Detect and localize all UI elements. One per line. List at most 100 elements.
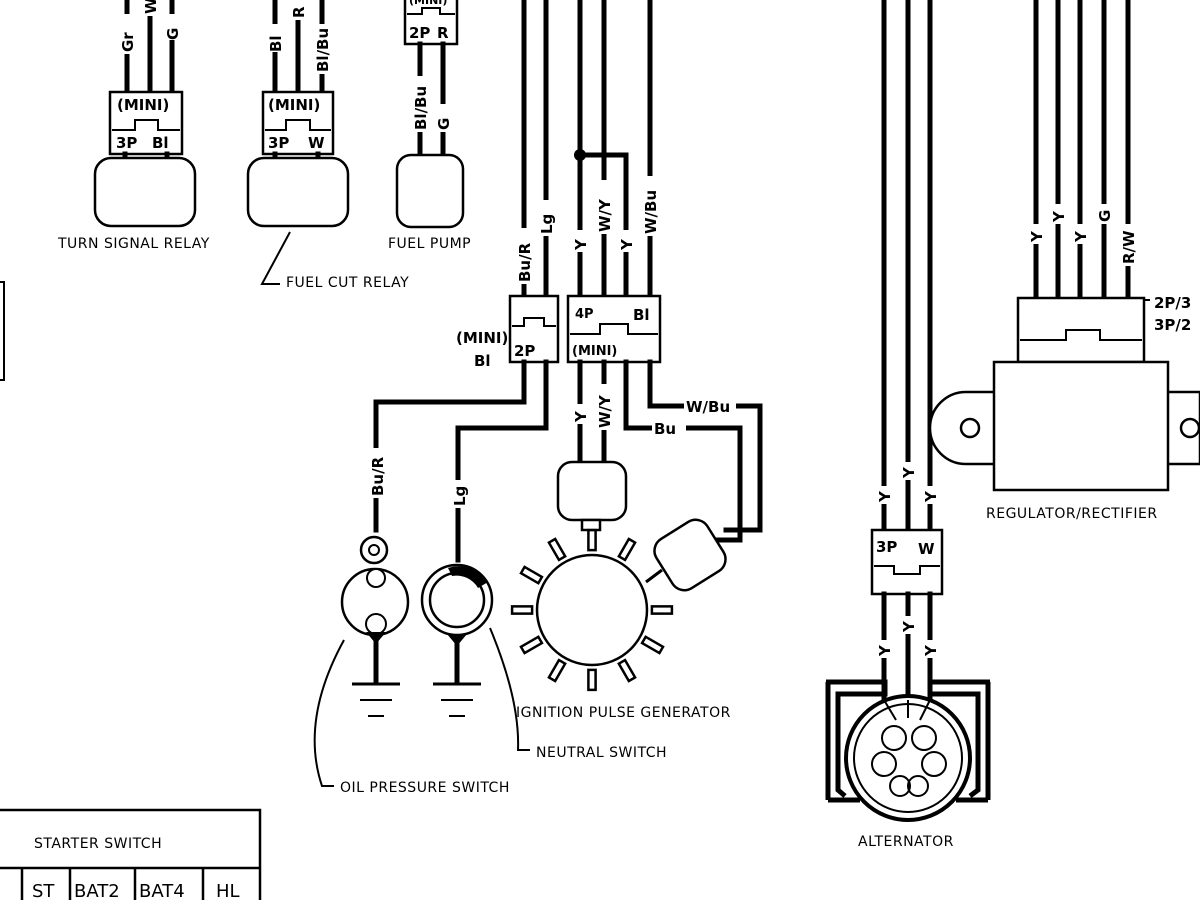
fcr-wire-r: R bbox=[290, 6, 308, 18]
fuel-cut-relay-label: FUEL CUT RELAY bbox=[286, 275, 409, 291]
connector-4p bbox=[566, 294, 662, 364]
starter-switch-title: STARTER SWITCH bbox=[34, 836, 162, 852]
oil-wire-label: Bu/R bbox=[369, 456, 387, 496]
rotor-tooth bbox=[519, 565, 544, 585]
starter-col-hl: HL bbox=[216, 881, 240, 900]
rotor-tooth bbox=[617, 658, 637, 683]
regulator-rectifier-label: REGULATOR/RECTIFIER bbox=[986, 506, 1158, 522]
c4p-wire-bu-bottom: Bu bbox=[654, 420, 676, 438]
rr-wire-g: G bbox=[1096, 210, 1114, 222]
fuel-pump-label: FUEL PUMP bbox=[388, 236, 471, 252]
wire-wbu-below bbox=[647, 359, 763, 533]
rotor-tooth bbox=[547, 658, 567, 683]
connector-4p-group: Y W/Y Y W/Bu 4P Bl (MINI) bbox=[566, 0, 662, 364]
alt-wire-y2-bottom: Y bbox=[900, 620, 918, 633]
fp-connector-pins: 2P bbox=[409, 24, 430, 42]
c2p-color: Bl bbox=[474, 352, 491, 370]
fp-connector-type: (MINI) bbox=[409, 0, 447, 7]
c4p-wire-y-bottom: Y bbox=[572, 410, 590, 423]
rr-connector-label-1: 2P/3 bbox=[1154, 294, 1191, 312]
tsr-connector-color: Bl bbox=[152, 134, 169, 152]
c2p-wire-bur-top: Bu/R bbox=[516, 242, 534, 282]
fcr-connector-pins: 3P bbox=[268, 134, 289, 152]
alt-wire-y2-top: Y bbox=[900, 466, 918, 479]
rotor-tooth bbox=[587, 668, 597, 692]
rr-wire-y2: Y bbox=[1050, 210, 1068, 223]
rr-wire-y1: Y bbox=[1028, 230, 1046, 243]
fp-wire-g: G bbox=[435, 118, 453, 130]
neutral-wire-label: Lg bbox=[451, 486, 469, 506]
offpage-box-edge bbox=[0, 281, 5, 381]
alt-wire-y1-bottom: Y bbox=[876, 644, 894, 657]
c4p-wire-wbu-top: W/Bu bbox=[642, 190, 660, 234]
alt-wire-y3-top: Y bbox=[922, 490, 940, 503]
c2p-type: (MINI) bbox=[456, 329, 508, 347]
c4p-wire-wbu-bottom: W/Bu bbox=[686, 398, 730, 416]
fuel-pump-group: (MINI) 2P R Bl/Bu G FUEL PUMP bbox=[388, 0, 471, 252]
c4p-wire-wy-top: W/Y bbox=[596, 198, 614, 232]
tsr-connector-type: (MINI) bbox=[117, 96, 169, 114]
fuel-pump bbox=[395, 153, 465, 229]
c2p-wire-lg-top: Lg bbox=[538, 214, 556, 234]
c4p-pins: 4P bbox=[575, 307, 594, 322]
fp-connector-color: R bbox=[437, 24, 449, 42]
turn-signal-relay bbox=[93, 156, 197, 228]
starter-col-bat2: BAT2 bbox=[74, 881, 120, 900]
alt-wire-y1-top: Y bbox=[876, 490, 894, 503]
fcr-connector-color: W bbox=[308, 134, 325, 152]
starter-switch-table: STARTER SWITCH ST BAT2 BAT4 HL bbox=[0, 808, 262, 900]
c4p-wire-y1-top: Y bbox=[572, 238, 590, 251]
fcr-wire-blbu: Bl/Bu bbox=[314, 28, 332, 72]
regulator-rectifier bbox=[992, 360, 1170, 492]
rr-wire-y3: Y bbox=[1072, 230, 1090, 243]
alternator-label: ALTERNATOR bbox=[858, 834, 954, 850]
wire-bu-below bbox=[623, 359, 743, 543]
tsr-connector-pins: 3P bbox=[116, 134, 137, 152]
fcr-wire-bl: Bl bbox=[267, 35, 285, 52]
tsr-connector bbox=[108, 90, 184, 156]
oil-pressure-switch-group: OIL PRESSURE SWITCH bbox=[313, 535, 510, 796]
starter-col-bat4: BAT4 bbox=[139, 881, 185, 900]
c4p-color: Bl bbox=[633, 306, 650, 324]
neutral-switch-label: NEUTRAL SWITCH bbox=[536, 745, 667, 761]
c2p-pins: 2P bbox=[514, 342, 535, 360]
rr-connector-label-2: 3P/2 bbox=[1154, 316, 1191, 334]
rotor-tooth bbox=[650, 605, 674, 615]
regulator-rectifier-group: Y Y Y G R/W 2P/3 3P/2 REGULATOR/RECTIFIE… bbox=[928, 0, 1200, 522]
alternator bbox=[844, 694, 972, 822]
tsr-wire-w: W bbox=[142, 0, 160, 14]
c3p-alt-color: W bbox=[918, 540, 935, 558]
alt-wire-y3-bottom: Y bbox=[922, 644, 940, 657]
connector-2p-group: Bu/R Lg 2P (MINI) Bl bbox=[456, 0, 560, 370]
rotor-tooth bbox=[510, 605, 534, 615]
rotor-tooth bbox=[547, 537, 567, 562]
c4p-type: (MINI) bbox=[572, 344, 617, 359]
fuel-cut-relay-group: Bl R Bl/Bu (MINI) 3P W FUEL CUT RELAY bbox=[246, 0, 409, 291]
alternator-group: Y Y Y 3P W Y Y Y ALTERNATOR bbox=[825, 0, 991, 850]
c4p-wire-wy-bottom: W/Y bbox=[596, 394, 614, 428]
rotor-tooth bbox=[640, 635, 665, 655]
fcr-connector-type: (MINI) bbox=[268, 96, 320, 114]
c4p-wire-y2-top: Y bbox=[618, 238, 636, 251]
oil-pressure-switch-label: OIL PRESSURE SWITCH bbox=[340, 780, 510, 796]
turn-signal-relay-label: TURN SIGNAL RELAY bbox=[57, 236, 210, 252]
ignition-pulse-generator bbox=[535, 553, 649, 667]
ignition-pulse-generator-label: IGNITION PULSE GENERATOR bbox=[516, 705, 731, 721]
connector-2p bbox=[508, 294, 560, 364]
starter-col-st: ST bbox=[32, 881, 55, 900]
ignition-pulse-generator-group: IGNITION PULSE GENERATOR bbox=[510, 460, 731, 721]
tsr-wire-g: G bbox=[164, 28, 182, 40]
c3p-alt-pins: 3P bbox=[876, 538, 897, 556]
neutral-switch-group: NEUTRAL SWITCH bbox=[420, 563, 667, 761]
rotor-tooth bbox=[617, 537, 637, 562]
rr-wire-rw: R/W bbox=[1120, 230, 1138, 264]
rotor-tooth bbox=[587, 528, 597, 552]
rotor-tooth bbox=[519, 635, 544, 655]
wire-lg-neutral bbox=[455, 359, 549, 563]
fp-wire-blbu: Bl/Bu bbox=[412, 86, 430, 130]
tsr-wire-gr: Gr bbox=[119, 32, 137, 52]
turn-signal-relay-group: Gr W G (MINI) 3P Bl TURN SIGNAL RELAY bbox=[57, 0, 210, 252]
fuel-cut-relay bbox=[246, 156, 350, 228]
fcr-connector bbox=[261, 90, 335, 156]
